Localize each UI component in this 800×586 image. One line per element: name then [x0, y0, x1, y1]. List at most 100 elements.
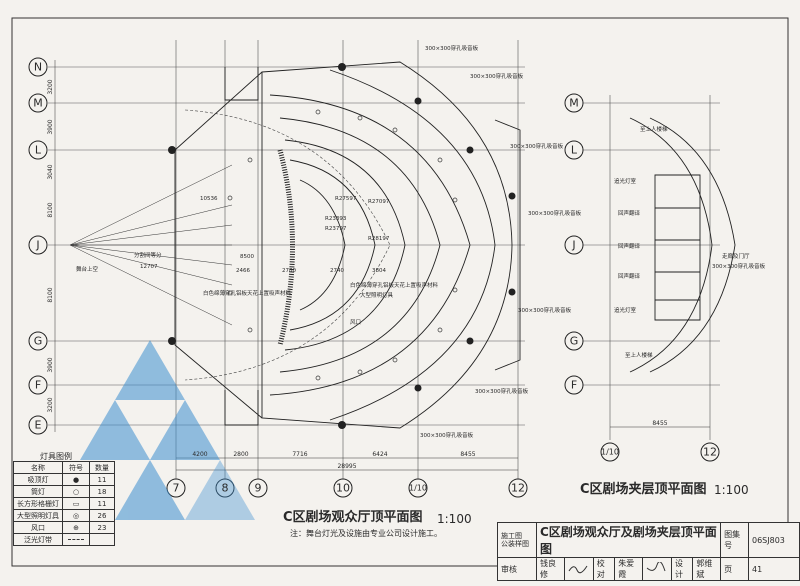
dim-7716: 7716: [292, 451, 307, 458]
col-axis-12: 12: [511, 482, 525, 495]
radius-1: R23393: [325, 216, 347, 222]
legend-symbol: ○: [62, 485, 90, 498]
row-dim-4: 8100: [47, 287, 54, 302]
legend-row: 筒灯 ○ 18: [13, 485, 115, 498]
title-block: 施工图 公装样图 C区剧场观众厅及剧场夹层顶平面图 图集号 06SJ803 审核…: [497, 522, 800, 581]
legend-qty: 26: [89, 509, 115, 522]
dimension-lines: [54, 60, 518, 471]
dim-8455: 8455: [460, 451, 475, 458]
tb-drawing-title: C区剧场观众厅及剧场夹层顶平面图: [535, 522, 722, 558]
dim-total: 28995: [337, 463, 356, 470]
row-axis-l: L: [35, 144, 42, 157]
mezzanine-outline: [629, 117, 736, 373]
legend-name: 长方形格栅灯: [13, 497, 63, 510]
label-split-line: 分割间等分: [134, 251, 162, 259]
label-panel-bottom-2: 300×300穿孔吸音板: [420, 431, 474, 439]
auditorium-outline: [174, 61, 521, 429]
legend-h-name: 名称: [13, 461, 63, 474]
legend-symbol: ⊕: [62, 521, 90, 534]
dim-inner-3: 2780: [282, 268, 296, 274]
dim-inner-2: 8500: [240, 254, 254, 260]
tb-reviewer: 钱良修: [536, 557, 565, 581]
label-panel-bottom-1: 300×300穿孔吸音板: [475, 387, 529, 395]
tb-review-label: 审核: [497, 557, 537, 581]
hatched-strip: [277, 149, 295, 346]
legend-table: 名称 符号 数量 吸顶灯 ● 11 筒灯 ○ 18 长方形格栅灯 ▭ 11 大型…: [13, 461, 115, 546]
row-axis-g: G: [34, 335, 43, 348]
tb-designer: 郭维斌: [692, 557, 722, 581]
r-label-upper-stair: 至上人楼梯: [640, 125, 668, 133]
tb-page-no: 41: [748, 557, 800, 581]
col-axis-9: 9: [255, 482, 262, 495]
legend-symbol: ●: [62, 473, 90, 486]
row-axis-e: E: [35, 419, 42, 432]
legend-symbol: ◎: [62, 509, 90, 522]
row-dim-6: 3200: [47, 397, 54, 412]
row-dim-1: 3900: [47, 119, 54, 134]
dim-2800: 2800: [233, 451, 248, 458]
dim-inner-0: 12707: [140, 264, 158, 270]
row-axis-f: F: [35, 379, 41, 392]
right-plan-scale: 1:100: [714, 483, 749, 497]
legend-qty: 18: [89, 485, 115, 498]
label-stage: 舞台上空: [76, 265, 99, 273]
legend-header: 名称 符号 数量: [13, 461, 115, 474]
tb-check-label: 校对: [592, 557, 616, 581]
dim-6424: 6424: [372, 451, 387, 458]
radius-0: R27097: [368, 199, 390, 205]
row-axis-j: J: [35, 239, 39, 252]
label-panel-top-1: 300×300穿孔吸音板: [425, 44, 479, 52]
r-row-axis-g: G: [570, 335, 579, 348]
tb-atlas-no: 06SJ803: [748, 522, 800, 558]
tb-atlas-label: 图集号: [720, 522, 749, 558]
r-row-axis-j: J: [571, 239, 575, 252]
legend-name: 大型照明灯具: [13, 509, 63, 522]
right-col-axes: [600, 442, 720, 462]
col-axis-10: 10: [336, 482, 350, 495]
r-dim-8455: 8455: [652, 420, 667, 427]
legend-row: 风口 ⊕ 23: [13, 521, 115, 534]
legend-h-qty: 数量: [89, 461, 115, 474]
tb-category-1: 施工图: [501, 532, 522, 540]
row-axis-m: M: [33, 97, 43, 110]
r-row-axis-m: M: [569, 97, 579, 110]
legend-h-symbol: 符号: [62, 461, 90, 474]
col-axis-7: 7: [173, 482, 180, 495]
r-label-acoustic-3: 回声翻译: [618, 272, 641, 280]
legend-row: 吸顶灯 ● 11: [13, 473, 115, 486]
dim-inner-6: 2466: [236, 268, 250, 274]
legend-symbol: [62, 533, 90, 546]
left-col-axes: [166, 478, 528, 498]
col-axis-1-10: 1/10: [409, 484, 427, 493]
r-col-axis-12: 12: [703, 446, 717, 459]
dim-inner-1: 10536: [200, 196, 218, 202]
signature-reviewer: [568, 565, 588, 574]
legend-symbol: ▭: [62, 497, 90, 510]
dim-inner-5: 3804: [372, 268, 386, 274]
legend-qty: 11: [89, 473, 115, 486]
downlights: [227, 109, 458, 381]
legend-row: 大型照明灯具 ◎ 26: [13, 509, 115, 522]
radius-4: R27597: [335, 196, 357, 202]
label-white-film-2: 白色绵薄穿孔铝板天花上置吸声材料: [350, 281, 439, 289]
label-white-film-1: 白色绵薄穿孔铝板天花上置吸声材料: [203, 289, 292, 297]
legend-name: 风口: [13, 521, 63, 534]
col-axis-8: 8: [222, 482, 229, 495]
label-light-trough: 大型照明灯具: [360, 291, 394, 299]
legend-row: 泛光灯带: [13, 533, 115, 546]
left-plan-title: C区剧场观众厅顶平面图: [283, 510, 423, 525]
legend-qty: 23: [89, 521, 115, 534]
legend-qty: [89, 533, 115, 546]
tb-check-sign: [641, 557, 672, 581]
dim-4200: 4200: [192, 451, 207, 458]
sheet-border: [11, 17, 789, 567]
row-dim-5: 3900: [47, 357, 54, 372]
r-row-axis-f: F: [571, 379, 577, 392]
legend-name: 泛光灯带: [13, 533, 63, 546]
legend-name: 吸顶灯: [13, 473, 63, 486]
legend-name: 筒灯: [13, 485, 63, 498]
r-col-axis-1-10: 1/10: [601, 448, 619, 457]
r-label-lighting-room: 追光灯室: [614, 177, 637, 185]
label-vent: 风口: [350, 319, 361, 326]
